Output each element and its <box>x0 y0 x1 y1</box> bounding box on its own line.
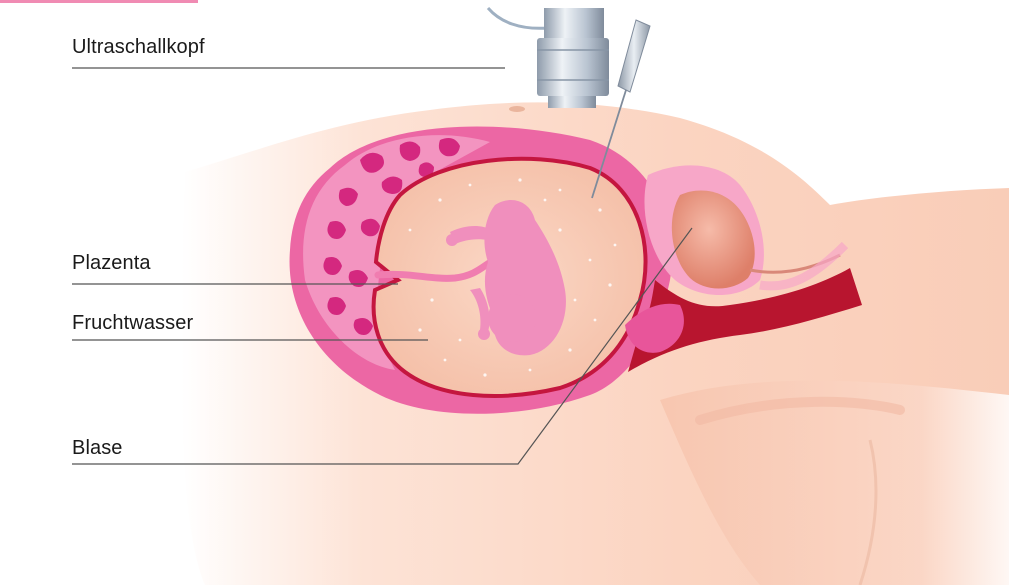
label-amniotic-fluid: Fruchtwasser <box>72 312 193 335</box>
label-bladder: Blase <box>72 437 123 460</box>
ultrasound-probe <box>537 8 609 108</box>
navel <box>509 106 525 112</box>
label-placenta: Plazenta <box>72 252 151 275</box>
probe-cable <box>488 8 548 28</box>
label-ultrasound-probe: Ultraschallkopf <box>72 36 205 59</box>
top-accent-bar <box>0 0 198 3</box>
